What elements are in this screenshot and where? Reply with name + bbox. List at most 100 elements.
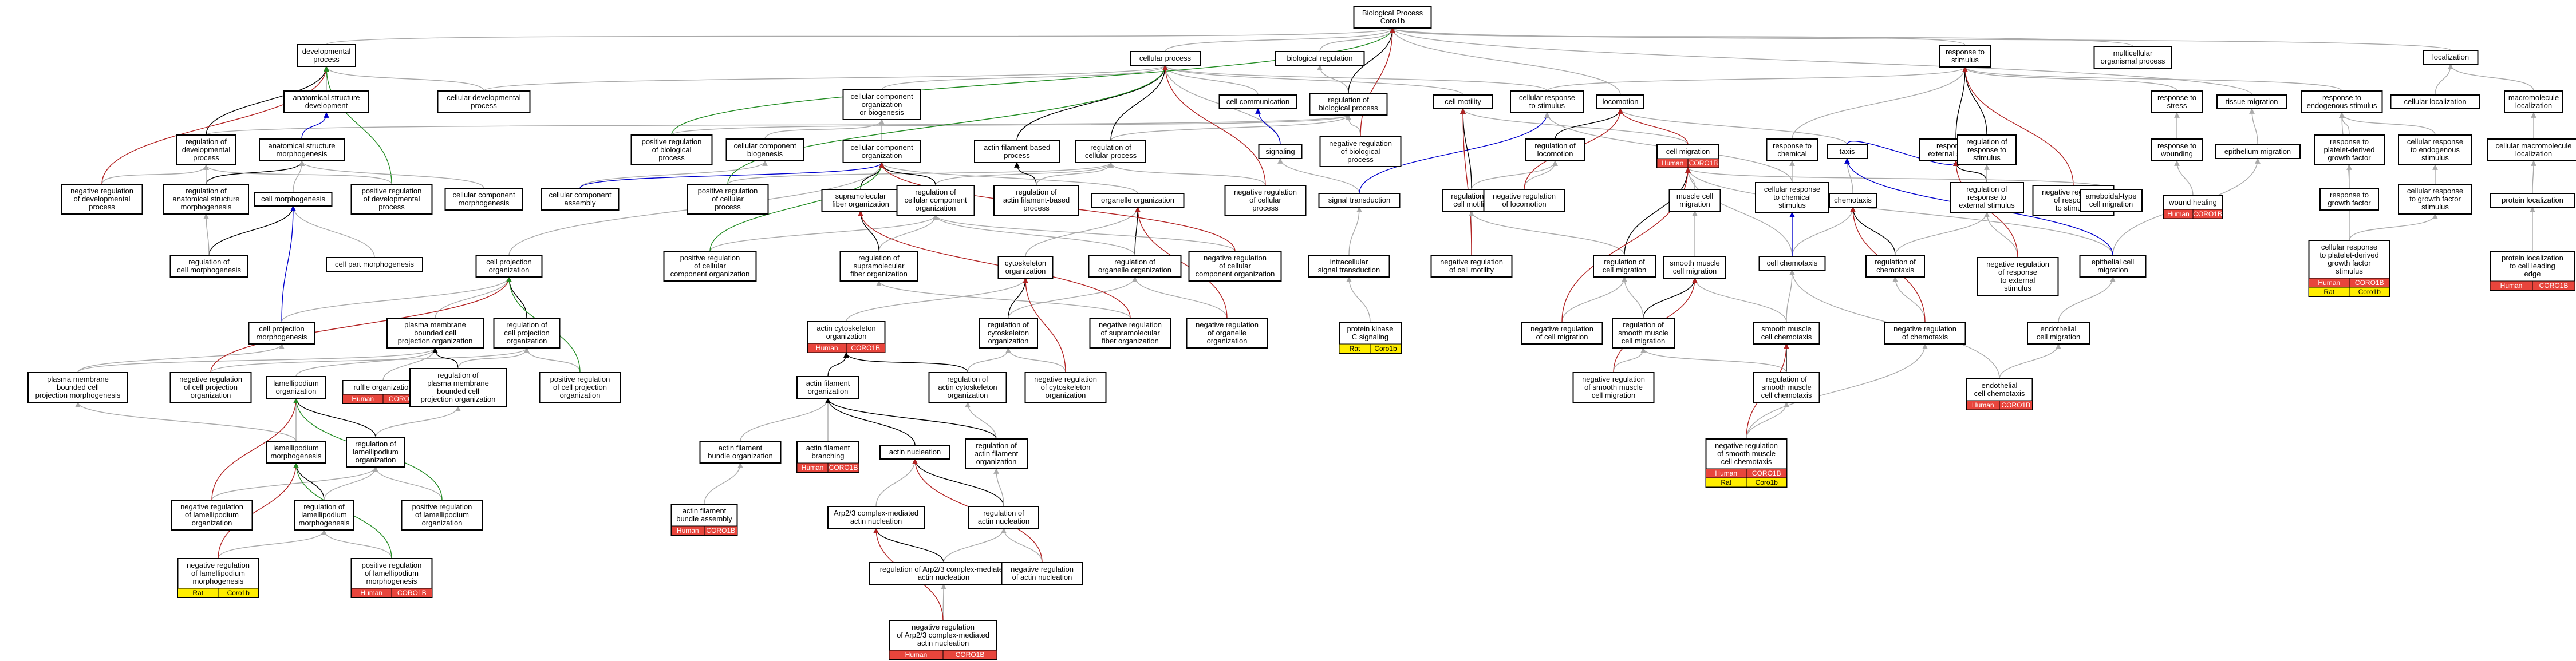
go-term-node[interactable]: signaling: [1258, 144, 1303, 159]
go-term-node[interactable]: cellular process: [1130, 51, 1201, 66]
go-term-node[interactable]: localization: [2423, 50, 2479, 65]
go-term-node[interactable]: tissue migration: [2216, 94, 2287, 109]
go-term-node[interactable]: signal transduction: [1318, 193, 1401, 208]
go-term-node[interactable]: cell chemotaxis: [1758, 256, 1826, 271]
go-term-node[interactable]: cell morphogenesis: [254, 192, 333, 207]
go-term-node[interactable]: taxis: [1827, 144, 1868, 159]
go-term-node[interactable]: biological regulation: [1275, 51, 1365, 66]
go-term-node[interactable]: cell motility: [1433, 94, 1493, 109]
go-term-node[interactable]: cell part morphogenesis: [326, 257, 423, 272]
go-term-node[interactable]: locomotion: [1596, 94, 1644, 109]
go-term-node[interactable]: organelle organization: [1091, 193, 1185, 208]
go-term-node[interactable]: chemotaxis: [1829, 193, 1877, 208]
go-term-node[interactable]: protein localization: [2490, 193, 2575, 208]
go-term-node[interactable]: actin nucleation: [879, 445, 950, 460]
